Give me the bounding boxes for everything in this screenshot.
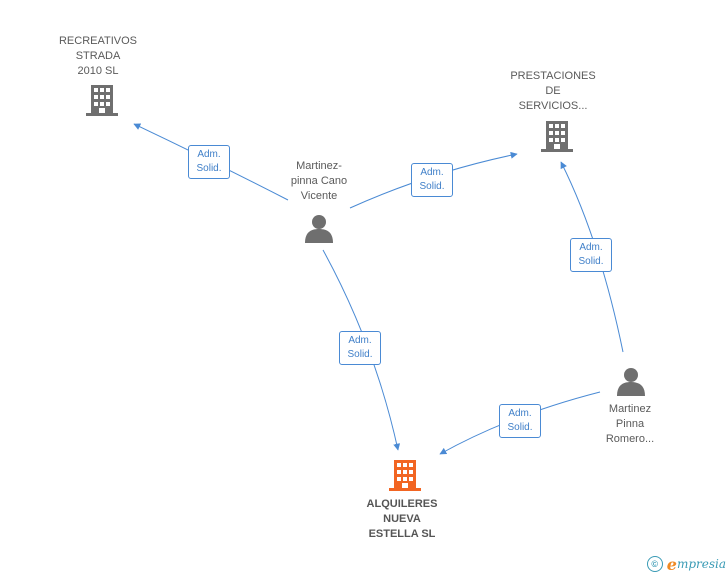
node-label-line: STRADA: [75, 50, 121, 62]
copyright-icon: ©: [646, 556, 663, 572]
edge-label-line: Solid.: [578, 256, 604, 267]
node-label-line: RECREATIVOS: [58, 35, 138, 47]
node-label-line: SERVICIOS...: [518, 100, 588, 112]
edge-label-line: Adm.: [420, 167, 444, 178]
node-label-line: Romero...: [605, 433, 655, 445]
building-icon[interactable]: [541, 121, 573, 152]
edge-label-line: Adm.: [508, 408, 532, 419]
person-icon[interactable]: [617, 368, 645, 396]
edge-label-line: Solid.: [347, 349, 373, 360]
edge-label-line: Solid.: [196, 163, 222, 174]
edge-label-line: Solid.: [507, 422, 533, 433]
node-label-line: ALQUILERES: [366, 498, 438, 510]
edge-label-prestaciones-cano[interactable]: Adm. Solid.: [411, 163, 453, 197]
node-label-prestaciones[interactable]: PRESTACIONES DE SERVICIOS...: [503, 69, 603, 114]
node-label-martinez-romero[interactable]: Martinez Pinna Romero...: [580, 402, 680, 447]
node-label-line: pinna Cano: [290, 175, 348, 187]
edge-label-prestaciones-romero[interactable]: Adm. Solid.: [570, 238, 612, 272]
edge-label-alquileres-cano[interactable]: Adm. Solid.: [339, 331, 381, 365]
node-label-line: Pinna: [615, 418, 645, 430]
edge-label-line: Adm.: [197, 149, 221, 160]
edge-label-line: Adm.: [348, 335, 372, 346]
node-label-line: ESTELLA SL: [368, 528, 436, 540]
node-label-line: 2010 SL: [77, 65, 119, 77]
node-label-line: PRESTACIONES: [510, 70, 596, 82]
brand-initial: e: [666, 554, 677, 574]
edge-label-alquileres-romero[interactable]: Adm. Solid.: [499, 404, 541, 438]
node-label-recreativos[interactable]: RECREATIVOS STRADA 2010 SL: [48, 34, 148, 79]
node-label-martinez-cano[interactable]: Martinez- pinna Cano Vicente: [269, 159, 369, 204]
building-icon[interactable]: [86, 85, 118, 116]
node-label-line: Vicente: [300, 190, 338, 202]
node-label-alquileres[interactable]: ALQUILERES NUEVA ESTELLA SL: [352, 497, 452, 542]
node-label-line: Martinez-: [296, 160, 342, 172]
building-icon[interactable]: [389, 460, 421, 491]
node-label-line: NUEVA: [383, 513, 421, 525]
footer-brand: © e mpresia: [646, 554, 726, 574]
person-icon[interactable]: [305, 215, 333, 243]
edge-label-line: Adm.: [579, 242, 603, 253]
node-label-line: Martinez: [608, 403, 652, 415]
edge-label-recreativos[interactable]: Adm. Solid.: [188, 145, 230, 179]
node-label-line: DE: [545, 85, 561, 97]
edge-label-line: Solid.: [419, 181, 445, 192]
brand-name: mpresia: [676, 557, 726, 571]
